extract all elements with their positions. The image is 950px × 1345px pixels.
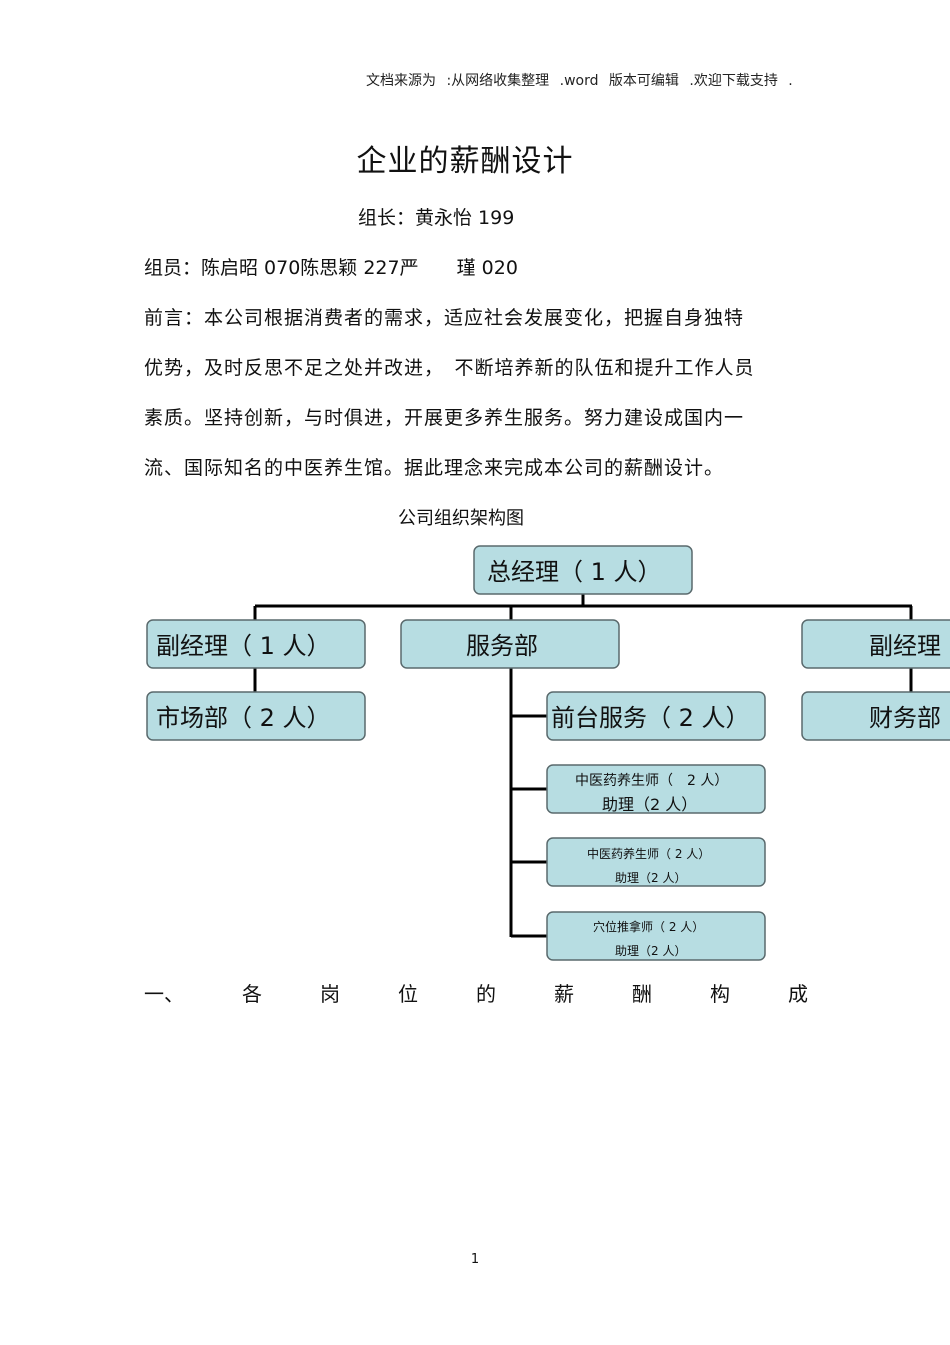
section-heading-char: 位 (398, 982, 418, 1006)
node-label: 服务部 (466, 632, 538, 660)
node-label: 市场部（ 2 人） (156, 704, 331, 732)
node-marketing-department: 市场部（ 2 人） (146, 691, 366, 741)
node-deputy-manager-left: 副经理（ 1 人） (146, 619, 366, 669)
team-leader: 组长：黄永怡 199 (358, 207, 515, 229)
preface-line: 素质。坚持创新，与时俱进，开展更多养生服务。努力建设成国内一 (144, 407, 745, 429)
node-tcm-health-practitioner-2: 中医药养生师（ 2 人） 助理（2 人） (546, 837, 766, 887)
node-deputy-manager-right: 副经理 (801, 619, 950, 669)
node-label: 前台服务（ 2 人） (551, 704, 750, 732)
node-label: 财务部 (869, 704, 941, 732)
node-label: 副经理 (869, 632, 941, 660)
node-sublabel: 助理（2 人） (602, 795, 697, 814)
node-label: 穴位推拿师（ 2 人） (593, 919, 704, 934)
node-label: 中医药养生师（ 2 人） (575, 773, 728, 789)
org-chart-title: 公司组织架构图 (398, 508, 524, 529)
document-title: 企业的薪酬设计 (356, 144, 574, 179)
node-sublabel: 助理（2 人） (615, 944, 686, 958)
preface-line: 前言：本公司根据消费者的需求，适应社会发展变化，把握自身独特 (144, 307, 745, 329)
section-heading-char: 的 (476, 982, 496, 1006)
section-heading-char: 各 (242, 982, 262, 1006)
section-heading: 一、 各 岗 位 的 薪 酬 构 成 (144, 978, 808, 1007)
preface-line: 优势，及时反思不足之处并改进， 不断培养新的队伍和提升工作人员 (144, 357, 755, 379)
node-sublabel: 助理（2 人） (615, 871, 686, 885)
org-connectors (253, 594, 913, 938)
page-number: 1 (470, 1252, 480, 1267)
source-note: 文档来源为 :从网络收集整理 .word 版本可编辑 .欢迎下载支持 . (366, 73, 793, 89)
preface-line: 流、国际知名的中医养生馆。据此理念来完成本公司的薪酬设计。 (144, 457, 725, 479)
node-service-department: 服务部 (400, 619, 620, 669)
section-heading-char: 成 (788, 982, 808, 1006)
node-label: 副经理（ 1 人） (156, 632, 331, 660)
node-acupoint-massage-therapist: 穴位推拿师（ 2 人） 助理（2 人） (546, 911, 766, 961)
node-label: 总经理（ 1 人） (487, 558, 662, 586)
section-heading-char: 构 (710, 982, 730, 1006)
section-heading-char: 薪 (554, 982, 574, 1006)
section-heading-char: 酬 (632, 982, 652, 1006)
section-heading-char: 岗 (320, 982, 340, 1006)
node-tcm-health-practitioner-1: 中医药养生师（ 2 人） 助理（2 人） (546, 764, 766, 814)
node-general-manager: 总经理（ 1 人） (473, 545, 693, 595)
node-front-desk-service: 前台服务（ 2 人） (546, 691, 766, 741)
node-label: 中医药养生师（ 2 人） (587, 846, 710, 861)
node-finance-department: 财务部 (801, 691, 950, 741)
section-heading-char: 一、 (144, 982, 184, 1006)
team-members: 组员：陈启昭 070陈思颖 227严 瑾 020 (144, 257, 518, 279)
